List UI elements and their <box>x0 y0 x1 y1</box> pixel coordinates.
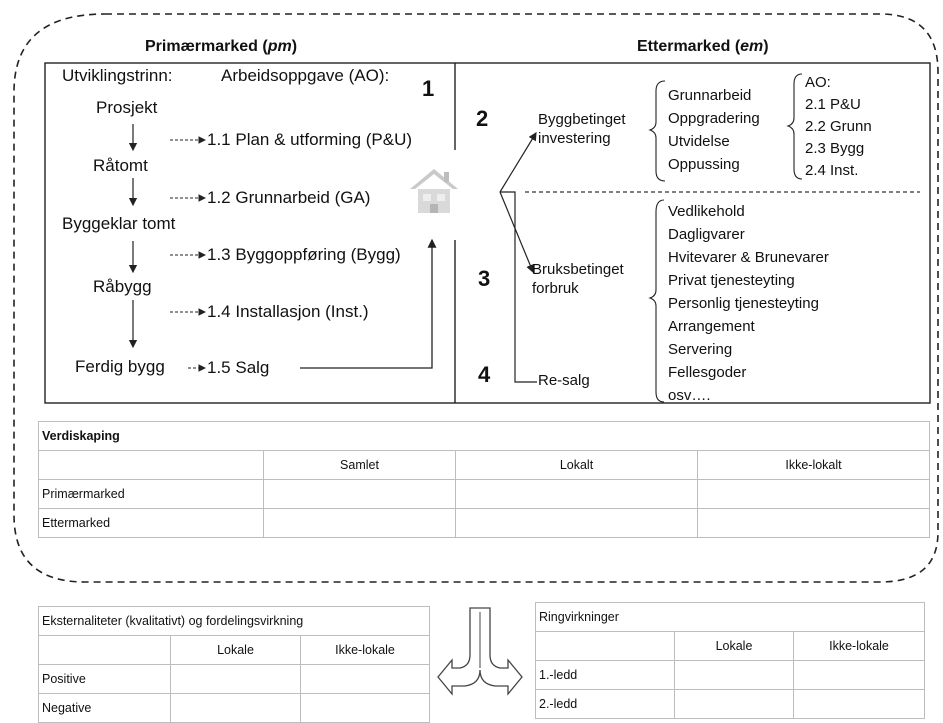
value-col-local: Lokalt <box>455 450 698 480</box>
stage-project: Prosjekt <box>96 98 158 117</box>
value-table-title: Verdiskaping <box>38 421 930 451</box>
ripple-effects-table: Ringvirkninger Lokale Ikke-lokale 1.-led… <box>535 602 925 719</box>
after-market-heading: Ettermarked (em) <box>637 38 769 55</box>
tasks-label: Arbeidsoppgave (AO): <box>221 66 390 85</box>
split-arrow-icon <box>437 607 523 696</box>
resale-label: Re-salg <box>538 372 590 389</box>
ripple-col-nonlocal: Ikke-lokale <box>793 631 925 661</box>
value-creation-table: Verdiskaping Samlet Lokalt Ikke-lokalt P… <box>38 421 930 538</box>
ripple-row-second: 2.-ledd <box>535 689 675 719</box>
investment-label: Byggbetinget investering <box>538 111 626 147</box>
task-1-3: 1.3 Byggoppføring (Bygg) <box>207 245 401 264</box>
task-1-5: 1.5 Salg <box>207 358 270 377</box>
externalities-table: Eksternaliteter (kvalitativt) og fordeli… <box>38 606 430 723</box>
task-1-1: 1.1 Plan & utforming (P&U) <box>207 130 413 149</box>
ripple-table-title: Ringvirkninger <box>535 602 925 632</box>
value-col-nonlocal: Ikke-lokalt <box>697 450 930 480</box>
stage-finished-building: Ferdig bygg <box>75 357 165 376</box>
main-frame <box>44 62 931 404</box>
task-1-2: 1.2 Grunnarbeid (GA) <box>207 188 371 207</box>
stage-raw-plot: Råtomt <box>93 156 148 175</box>
stage-raw-building: Råbygg <box>93 277 152 296</box>
consumption-items: Vedlikehold Dagligvarer Hvitevarer & Bru… <box>668 203 829 404</box>
value-row-after: Ettermarked <box>38 508 264 538</box>
stage-ready-plot: Byggeklar tomt <box>62 214 176 233</box>
ripple-row-first: 1.-ledd <box>535 660 675 690</box>
ext-row-negative: Negative <box>38 693 171 723</box>
ripple-col-local: Lokale <box>674 631 794 661</box>
ext-col-nonlocal: Ikke-lokale <box>300 635 430 665</box>
ext-row-positive: Positive <box>38 664 171 694</box>
step-number-1: 1 <box>422 76 435 101</box>
house-icon <box>410 169 458 213</box>
value-col-total: Samlet <box>263 450 456 480</box>
step-number-4: 4 <box>478 362 491 387</box>
dashed-boundary <box>13 13 939 583</box>
investment-items: Grunnarbeid Oppgradering Utvidelse Oppus… <box>668 87 760 173</box>
step-number-2: 2 <box>476 106 489 131</box>
value-row-primary: Primærmarked <box>38 479 264 509</box>
investment-ao-list: AO: 2.1 P&U 2.2 Grunn 2.3 Bygg 2.4 Inst. <box>805 74 872 179</box>
ext-col-local: Lokale <box>170 635 301 665</box>
primary-market-heading: Primærmarked (pm) <box>145 38 298 55</box>
externalities-table-title: Eksternaliteter (kvalitativt) og fordeli… <box>38 606 430 636</box>
stages-label: Utviklingstrinn: <box>62 66 173 85</box>
step-number-3: 3 <box>478 266 491 291</box>
consumption-label: Bruksbetinget forbruk <box>532 261 624 297</box>
task-1-4: 1.4 Installasjon (Inst.) <box>207 302 369 321</box>
